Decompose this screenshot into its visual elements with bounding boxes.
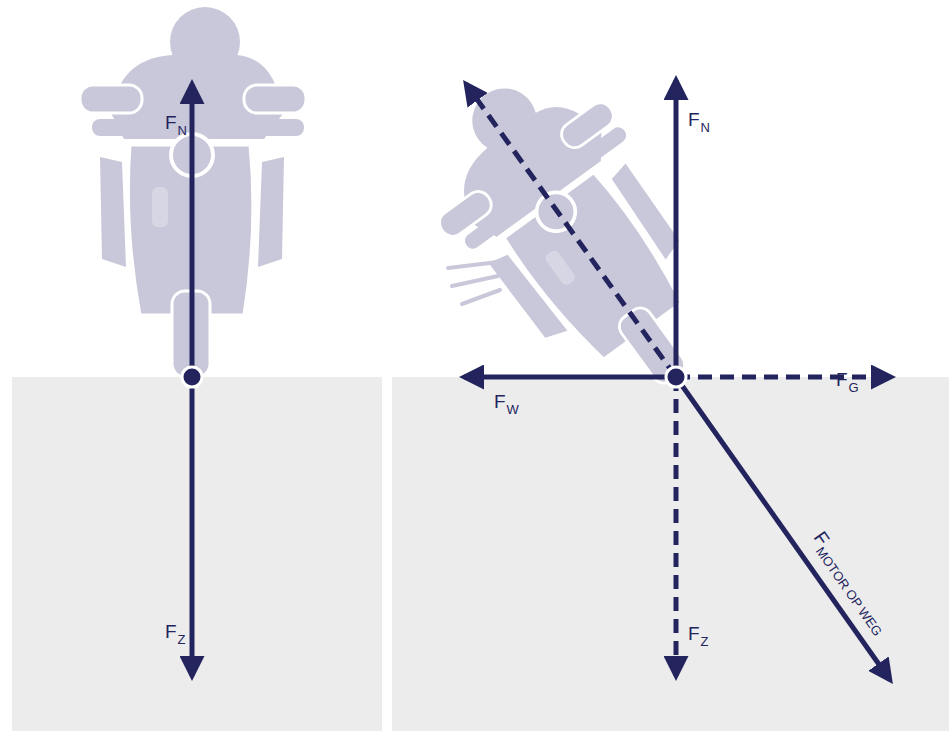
- force-symbol: F: [688, 623, 700, 644]
- force-label: FN: [165, 113, 187, 132]
- force-symbol: F: [165, 112, 177, 133]
- force-label: FG: [836, 370, 859, 389]
- force-label: FZ: [688, 624, 709, 643]
- force-symbol: F: [165, 621, 177, 642]
- force-subscript: Z: [701, 634, 709, 649]
- force-subscript: N: [178, 123, 187, 138]
- force-symbol: F: [494, 391, 506, 412]
- force-label: FN: [688, 110, 710, 129]
- force-symbol: F: [688, 109, 700, 130]
- force-label: FZ: [165, 622, 186, 641]
- force-label: FW: [494, 392, 519, 411]
- force-symbol: F: [836, 369, 848, 390]
- force-subscript: N: [701, 120, 710, 135]
- force-subscript: Z: [178, 632, 186, 647]
- force-subscript: W: [507, 402, 519, 417]
- force-subscript: G: [849, 380, 859, 395]
